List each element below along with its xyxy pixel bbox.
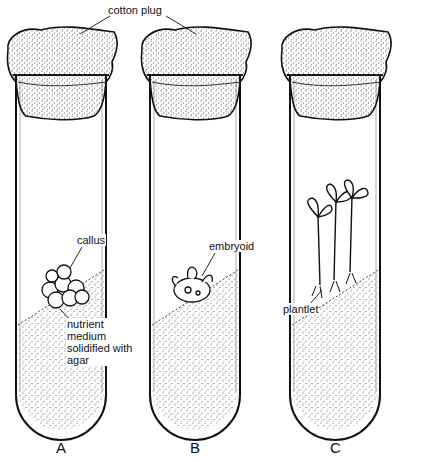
tube-letter: B	[190, 440, 200, 456]
tube-letter: C	[330, 440, 341, 456]
part-label: nutrient medium solidified with agar	[66, 318, 140, 366]
part-label: callus	[76, 234, 106, 246]
leader-label: cotton plug	[108, 4, 162, 16]
tube-letter: A	[56, 440, 66, 456]
part-label: embryoid	[208, 240, 255, 252]
part-label: plantlet	[282, 303, 319, 315]
